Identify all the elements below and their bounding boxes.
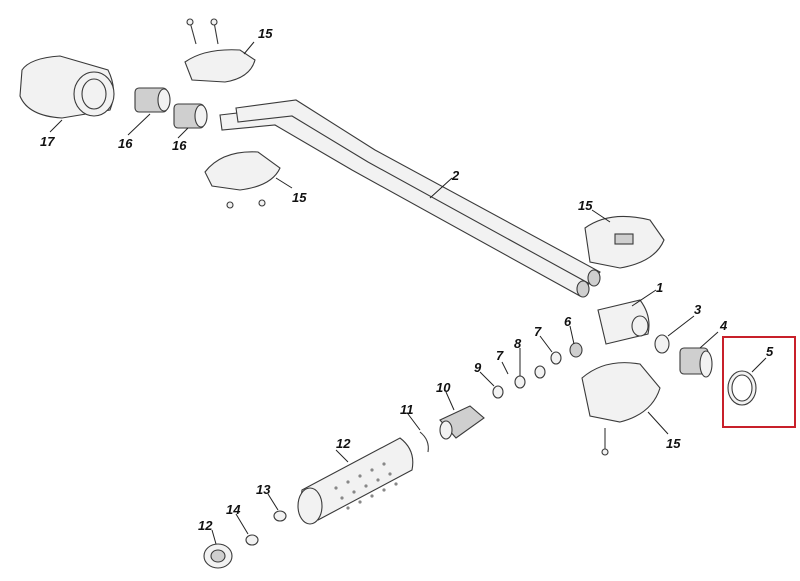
part-15-upper-clamp-right xyxy=(584,215,665,269)
callout-10: 10 xyxy=(436,380,451,395)
part-4-threaded-adapter xyxy=(679,347,713,378)
part-10-valve xyxy=(439,405,485,440)
part-16-fitting-a xyxy=(134,87,171,113)
part-1-tee-body xyxy=(597,299,650,345)
part-7-ring-a xyxy=(550,351,562,365)
callout-15-top: 15 xyxy=(258,26,273,41)
callout-5: 5 xyxy=(766,344,774,359)
callout-6: 6 xyxy=(564,314,572,329)
callout-labels: 15 17 16 16 15 2 15 1 3 4 5 6 7 8 7 9 10… xyxy=(40,26,774,533)
callout-16-a: 16 xyxy=(118,136,133,151)
callout-3: 3 xyxy=(694,302,702,317)
callout-8: 8 xyxy=(514,336,522,351)
part-15-lower-clamp-left xyxy=(204,151,281,209)
callout-13: 13 xyxy=(256,482,271,497)
part-12-perforated-grip xyxy=(297,437,414,525)
part-6-spring xyxy=(569,342,583,358)
part-5-o-ring xyxy=(727,370,757,406)
part-8-ring xyxy=(514,375,526,389)
callout-11: 11 xyxy=(400,402,414,417)
callout-7-a: 7 xyxy=(534,324,542,339)
part-14-screw xyxy=(245,534,259,546)
part-15-upper-clamp xyxy=(184,18,256,83)
callout-1: 1 xyxy=(656,280,663,295)
highlight-box-part-5 xyxy=(722,336,796,428)
part-12-bottom-cap xyxy=(203,543,233,569)
part-16-fitting-b xyxy=(173,103,208,129)
leader-lines xyxy=(49,41,767,545)
callout-15-right-upper: 15 xyxy=(578,198,593,213)
part-7-ring-b xyxy=(534,365,546,379)
callout-14: 14 xyxy=(226,502,241,517)
part-13-washer xyxy=(273,510,287,522)
callout-17: 17 xyxy=(40,134,55,149)
callout-12-grip: 12 xyxy=(336,436,351,451)
part-17-end-cap xyxy=(19,55,115,119)
callout-16-b: 16 xyxy=(172,138,187,153)
part-2-handle-tubes xyxy=(219,99,601,298)
part-15-lower-clamp-right xyxy=(581,362,661,456)
part-3-washer xyxy=(654,334,670,354)
part-9-ring xyxy=(492,385,504,399)
callout-15-left-lower: 15 xyxy=(292,190,307,205)
callout-7-b: 7 xyxy=(496,348,504,363)
part-11-clip xyxy=(419,431,429,453)
callout-2: 2 xyxy=(451,168,460,183)
callout-4: 4 xyxy=(719,318,728,333)
callout-15-right-lower: 15 xyxy=(666,436,681,451)
callout-12-cap: 12 xyxy=(198,518,213,533)
callout-9: 9 xyxy=(474,360,482,375)
